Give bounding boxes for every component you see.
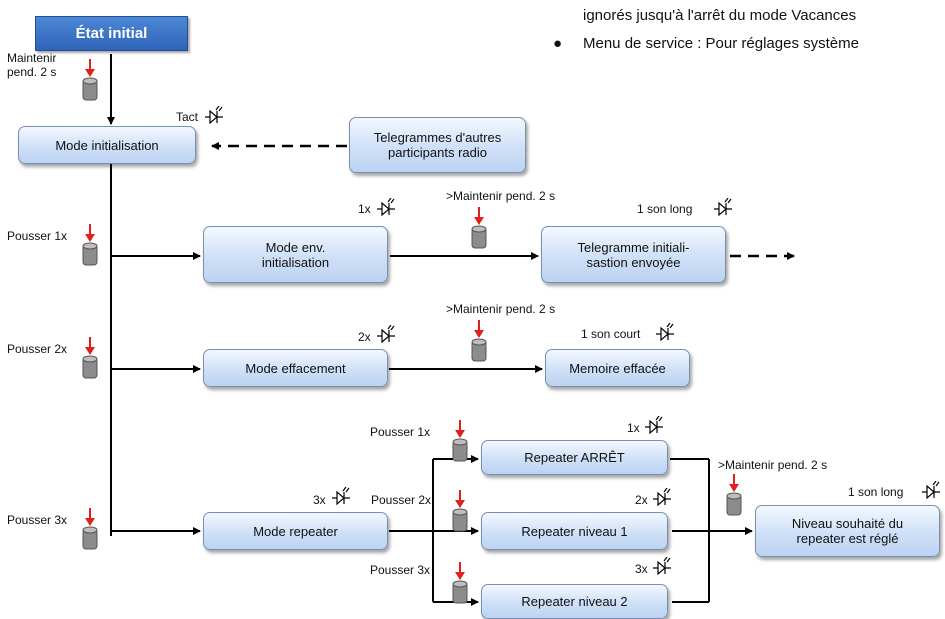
push-2x-label-rep: Pousser 2x: [371, 493, 432, 507]
push-button-icon: [450, 420, 470, 467]
mode-effacement-box: Mode effacement: [203, 349, 388, 387]
led-icon: [655, 322, 675, 348]
mode-initialisation-box: Mode initialisation: [18, 126, 196, 164]
led-3x-label-rep: 3x: [635, 562, 648, 576]
led-2x-label-rep: 2x: [635, 493, 648, 507]
tact-label: Tact: [176, 110, 199, 124]
push-button-icon: [80, 59, 100, 106]
led-icon: [331, 486, 351, 512]
led-icon: [644, 415, 664, 441]
push-3x-label-rep: Pousser 3x: [370, 563, 431, 577]
push-1x-label-rep: Pousser 1x: [370, 425, 431, 439]
repeater-level2-box: Repeater niveau 2: [481, 584, 668, 619]
push-button-icon: [450, 562, 470, 609]
push-button-icon: [80, 508, 100, 555]
header-bullet: ●: [553, 35, 563, 52]
telegram-sent-box: Telegramme initiali- sastion envoyée: [541, 226, 726, 283]
mode-env-initialisation-box: Mode env. initialisation: [203, 226, 388, 283]
header-text-line2: Menu de service : Pour réglages système: [583, 35, 859, 52]
led-2x-label: 2x: [358, 330, 371, 344]
push-button-icon: [469, 320, 489, 367]
short-beep-label: 1 son court: [581, 327, 641, 341]
other-telegrams-box: Telegrammes d'autres participants radio: [349, 117, 526, 173]
led-3x-label: 3x: [313, 493, 326, 507]
push-1x-label: Pousser 1x: [7, 229, 68, 243]
memory-erased-box: Memoire effacée: [545, 349, 690, 387]
repeater-off-box: Repeater ARRÊT: [481, 440, 668, 475]
push-button-icon: [724, 474, 744, 521]
push-button-icon: [80, 337, 100, 384]
led-icon: [204, 105, 224, 131]
led-icon: [713, 197, 733, 223]
header-text-line1: ignorés jusqu'à l'arrêt du mode Vacances: [583, 7, 857, 24]
led-1x-label: 1x: [358, 202, 371, 216]
led-icon: [652, 556, 672, 582]
led-icon: [376, 197, 396, 223]
repeater-level1-box: Repeater niveau 1: [481, 512, 668, 550]
long-beep-label-2: 1 son long: [848, 485, 904, 499]
led-icon: [652, 487, 672, 513]
hold-2s-label-3: >Maintenir pend. 2 s: [718, 458, 828, 472]
push-3x-label: Pousser 3x: [7, 513, 68, 527]
push-button-icon: [450, 490, 470, 537]
led-icon: [921, 480, 941, 506]
push-button-icon: [469, 207, 489, 254]
push-2x-label: Pousser 2x: [7, 342, 68, 356]
led-1x-label-rep: 1x: [627, 421, 640, 435]
hold-2s-label: Maintenir pend. 2 s: [7, 51, 57, 79]
long-beep-label-1: 1 son long: [637, 202, 693, 216]
hold-2s-label-2: >Maintenir pend. 2 s: [446, 302, 556, 316]
hold-2s-label-1: >Maintenir pend. 2 s: [446, 189, 556, 203]
push-button-icon: [80, 224, 100, 271]
initial-state-title: État initial: [35, 16, 188, 51]
repeater-level-set-box: Niveau souhaité du repeater est réglé: [755, 505, 940, 557]
led-icon: [376, 324, 396, 350]
mode-repeater-box: Mode repeater: [203, 512, 388, 550]
